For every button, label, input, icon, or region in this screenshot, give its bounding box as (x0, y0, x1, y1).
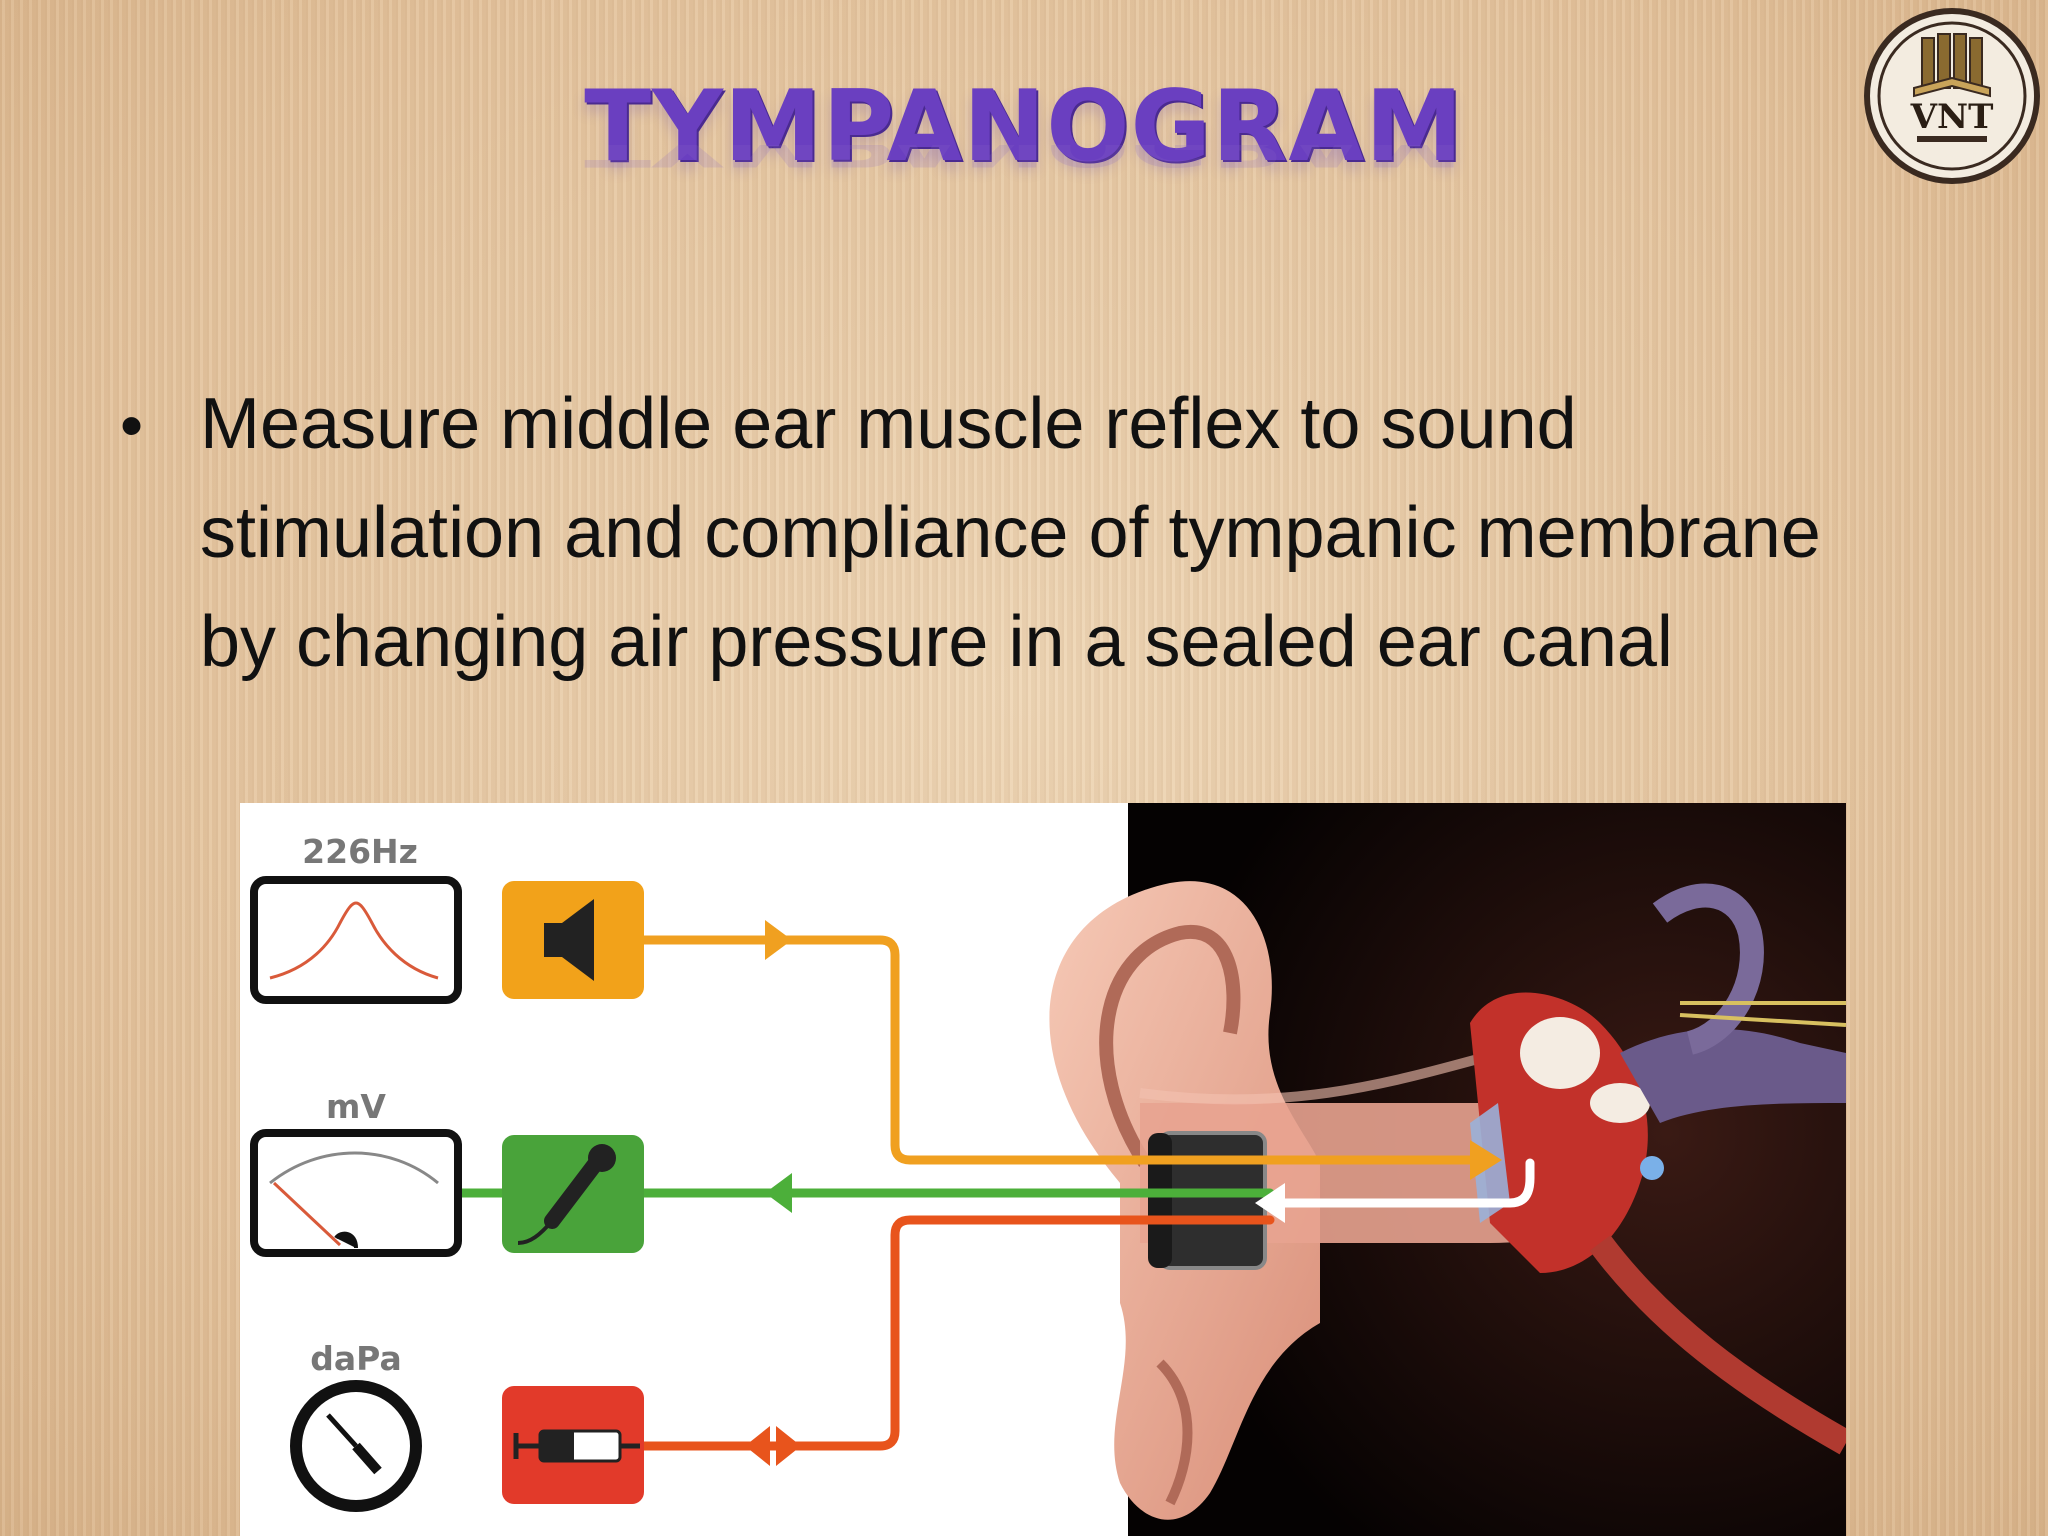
vnt-logo: VNT (1862, 6, 2042, 186)
pressure-label: daPa (310, 1339, 401, 1378)
waveform-monitor-icon (250, 876, 462, 1004)
pressure-arrow-left (745, 1426, 770, 1466)
microphone-arrow-left (765, 1173, 792, 1213)
return-arrow-left (1255, 1183, 1285, 1223)
sound-line (635, 935, 1475, 1165)
svg-text:VNT: VNT (1910, 97, 1994, 137)
pressure-arrow-right (776, 1426, 801, 1466)
tympanometry-diagram: 226Hz mV daPa (240, 803, 1846, 1536)
speaker-icon (502, 881, 644, 999)
voltage-label: mV (326, 1087, 386, 1126)
sound-arrow-right (765, 920, 792, 960)
bullet-text: Measure middle ear muscle reflex to soun… (200, 384, 1821, 682)
return-arrow-line (1275, 1158, 1535, 1208)
syringe-pump-icon (502, 1386, 644, 1504)
gauge-icon (290, 1380, 422, 1512)
bullet-marker: • (120, 388, 144, 462)
microphone-icon (502, 1135, 644, 1253)
pressure-line (635, 1215, 1275, 1451)
slide-title: TYMPANOGRAM (584, 70, 1464, 184)
frequency-label: 226Hz (302, 832, 418, 871)
ear-probe (1148, 1131, 1267, 1270)
meter-icon (250, 1129, 462, 1257)
probe-arrow-right (1470, 1140, 1502, 1180)
